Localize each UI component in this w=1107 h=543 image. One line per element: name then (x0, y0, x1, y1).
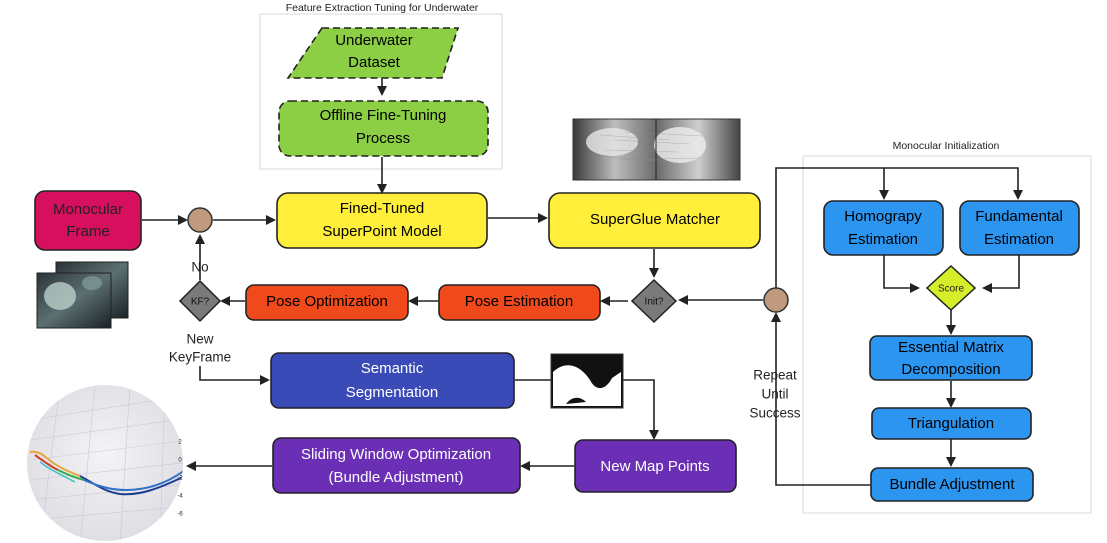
segmentation-mask-image (550, 353, 624, 409)
homography-line1: Homograpy (844, 208, 922, 225)
frames-image (36, 261, 129, 329)
new-keyframe-line2: KeyFrame (169, 350, 231, 365)
superpoint-line1: Fined-Tuned (340, 200, 425, 217)
junction-node-left (187, 207, 213, 233)
triangulation-label: Triangulation (908, 415, 994, 432)
underwater-dataset-node (286, 27, 460, 79)
superglue-label: SuperGlue Matcher (590, 211, 720, 228)
bundle-adjustment-node (870, 467, 1034, 502)
fundamental-line1: Fundamental (975, 208, 1063, 225)
mono-init-group (802, 155, 1092, 514)
init-decision-label: Init? (645, 297, 664, 308)
offline-finetuning-line2: Process (356, 130, 410, 147)
fundamental-line2: Estimation (984, 231, 1054, 248)
underwater-dataset-line1: Underwater (335, 32, 413, 49)
superpoint-line2: SuperPoint Model (322, 223, 441, 240)
semantic-segmentation-node (270, 352, 515, 409)
monocular-frame-line1: Monocular (53, 201, 123, 218)
pose-estimation-node (438, 284, 601, 321)
trajectory-plot-image: 2 0 -2 -4 -6 (27, 385, 183, 541)
sliding-window-node (272, 437, 521, 494)
underwater-dataset-line2: Dataset (348, 54, 401, 71)
pose-optimization-node (245, 284, 409, 321)
new-map-points-node (574, 439, 737, 493)
plot-tick-0: 2 (178, 440, 182, 446)
repeat-line3: Success (749, 406, 800, 421)
bundle-adjustment-label: Bundle Adjustment (889, 476, 1015, 493)
plot-tick-4: -6 (177, 512, 183, 518)
monocular-frame-line2: Frame (66, 223, 109, 240)
superglue-node (548, 192, 761, 249)
semantic-segmentation-line2: Segmentation (346, 384, 439, 401)
offline-finetuning-line1: Offline Fine-Tuning (320, 107, 447, 124)
kf-decision-label: KF? (191, 297, 210, 308)
repeat-line1: Repeat (753, 368, 797, 383)
new-map-points-label: New Map Points (600, 458, 709, 475)
init-decision-diamond (630, 278, 678, 324)
new-keyframe-line1: New (186, 332, 213, 347)
offline-finetuning-node (278, 100, 489, 157)
superpoint-node (276, 192, 488, 249)
essential-matrix-line2: Decomposition (901, 361, 1000, 378)
sliding-window-line2: (Bundle Adjustment) (328, 469, 463, 486)
homography-line2: Estimation (848, 231, 918, 248)
sliding-window-line1: Sliding Window Optimization (301, 446, 491, 463)
pose-estimation-label: Pose Estimation (465, 293, 573, 310)
mono-init-title: Monocular Initialization (893, 140, 1000, 152)
feature-tuning-title: Feature Extraction Tuning for Underwater (286, 2, 479, 14)
plot-tick-2: -2 (177, 476, 183, 482)
triangulation-node (871, 407, 1032, 440)
junction-node-right (763, 287, 789, 313)
no-label: No (191, 260, 208, 275)
score-label: Score (938, 284, 965, 295)
essential-matrix-node (869, 335, 1033, 381)
connectors (142, 77, 1023, 486)
pose-optimization-label: Pose Optimization (266, 293, 388, 310)
kf-decision-diamond (178, 279, 222, 323)
score-diamond (925, 264, 977, 312)
essential-matrix-line1: Essential Matrix (898, 339, 1004, 356)
fundamental-node (959, 200, 1080, 256)
repeat-line2: Until (761, 387, 788, 402)
plot-tick-1: 0 (178, 458, 182, 464)
feature-match-image (572, 118, 741, 181)
monocular-frame-node (34, 190, 142, 251)
homography-node (823, 200, 944, 256)
feature-tuning-group (259, 13, 503, 170)
plot-tick-3: -4 (177, 494, 183, 500)
semantic-segmentation-line1: Semantic (361, 360, 424, 377)
